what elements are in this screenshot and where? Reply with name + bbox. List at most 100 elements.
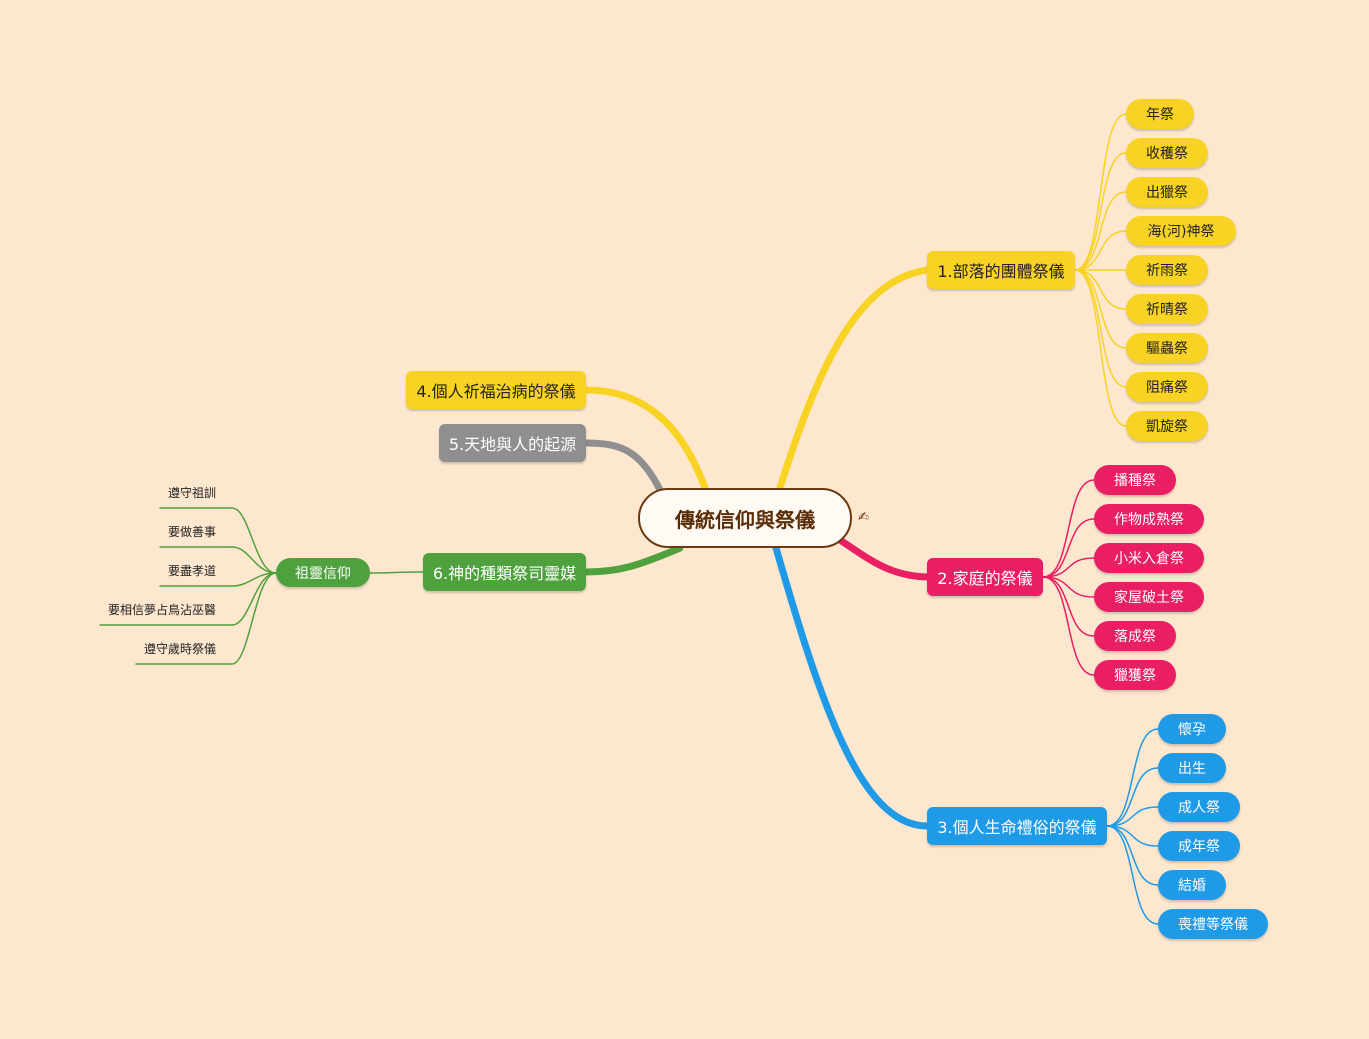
ancestor-belief-item[interactable]: 遵守歲時祭儀 bbox=[136, 640, 216, 657]
connector-b2-leaf bbox=[1042, 576, 1095, 598]
ancestor-belief-item[interactable]: 要相信夢占鳥沾巫醫 bbox=[100, 601, 216, 618]
branch-family-rituals[interactable]: 2.家庭的祭儀 bbox=[927, 558, 1043, 596]
b1-leaf-item[interactable]: 年祭 bbox=[1126, 99, 1194, 129]
connector-sub-leaf bbox=[231, 572, 277, 665]
b2-leaf-item[interactable]: 小米入倉祭 bbox=[1094, 543, 1204, 573]
b3-leaf-item[interactable]: 結婚 bbox=[1158, 870, 1226, 900]
ancestor-belief-item[interactable]: 遵守祖訓 bbox=[160, 484, 216, 501]
connector-b2-leaf bbox=[1042, 576, 1095, 637]
branch-life-rites[interactable]: 3.個人生命禮俗的祭儀 bbox=[927, 807, 1107, 845]
connector-b3-leaf bbox=[1106, 767, 1159, 827]
leaf-label: 海(河)神祭 bbox=[1147, 224, 1215, 240]
connector-sub-leaf bbox=[231, 572, 277, 626]
connector-b1-leaf bbox=[1074, 191, 1127, 271]
leaf-label: 遵守歲時祭儀 bbox=[143, 642, 216, 656]
leaf-label: 小米入倉祭 bbox=[1114, 551, 1184, 567]
branch-gods-priests[interactable]: 6.神的種類祭司靈媒 bbox=[423, 553, 586, 591]
connector-b3 bbox=[772, 544, 931, 830]
leaf-label: 成年祭 bbox=[1178, 839, 1220, 855]
connector-b1-leaf bbox=[1074, 152, 1127, 271]
leaf-label: 遵守祖訓 bbox=[167, 486, 216, 500]
leaf-label: 要做善事 bbox=[167, 525, 216, 539]
branch-healing-rituals[interactable]: 4.個人祈福治病的祭儀 bbox=[406, 371, 586, 409]
ancestor-belief-item[interactable]: 要做善事 bbox=[160, 523, 216, 540]
leaf-label: 懷孕 bbox=[1178, 722, 1206, 738]
b2-leaf-item[interactable]: 播種祭 bbox=[1094, 465, 1176, 495]
connector-b6-sub bbox=[369, 571, 424, 574]
connector-b1-leaf bbox=[1074, 269, 1127, 388]
leaf-label: 祈晴祭 bbox=[1146, 302, 1188, 318]
connector-b1-leaf bbox=[1074, 230, 1127, 271]
connector-b3-leaf bbox=[1106, 728, 1159, 827]
connector-b2-leaf bbox=[1042, 576, 1095, 676]
connector-b6 bbox=[582, 544, 684, 576]
b3-leaf-item[interactable]: 成人祭 bbox=[1158, 792, 1240, 822]
branch-label: 6.神的種類祭司靈媒 bbox=[432, 564, 577, 583]
connector-b3-leaf bbox=[1106, 806, 1159, 827]
leaf-label: 要相信夢占鳥沾巫醫 bbox=[107, 603, 216, 617]
b1-leaf-item[interactable]: 祈晴祭 bbox=[1126, 294, 1208, 324]
b1-leaf-item[interactable]: 收穫祭 bbox=[1126, 138, 1208, 168]
leaf-label: 凱旋祭 bbox=[1146, 419, 1188, 435]
leaf-label: 作物成熟祭 bbox=[1114, 512, 1184, 528]
connector-b2-leaf bbox=[1042, 518, 1095, 578]
leaf-label: 播種祭 bbox=[1114, 473, 1156, 489]
b2-leaf-item[interactable]: 家屋破土祭 bbox=[1094, 582, 1204, 612]
b1-leaf-item[interactable]: 阻痛祭 bbox=[1126, 372, 1208, 402]
leaf-label: 家屋破土祭 bbox=[1114, 590, 1184, 606]
connector-b1-leaf bbox=[1074, 113, 1127, 271]
branch-origin[interactable]: 5.天地與人的起源 bbox=[439, 424, 586, 462]
leaf-label: 驅蟲祭 bbox=[1146, 341, 1188, 357]
branch-label: 4.個人祈福治病的祭儀 bbox=[416, 382, 576, 401]
leaf-label: 年祭 bbox=[1146, 107, 1174, 123]
root-topic[interactable]: 傳統信仰與祭儀 bbox=[638, 488, 852, 548]
b2-leaf-item[interactable]: 落成祭 bbox=[1094, 621, 1176, 651]
branch-label: 1.部落的團體祭儀 bbox=[937, 262, 1065, 281]
leaf-label: 結婚 bbox=[1178, 878, 1206, 894]
leaf-label: 獵獲祭 bbox=[1114, 668, 1156, 684]
connector-sub-leaf bbox=[231, 507, 277, 574]
b3-leaf-item[interactable]: 出生 bbox=[1158, 753, 1226, 783]
note-icon[interactable]: ✍ bbox=[858, 510, 869, 525]
branch-label: 3.個人生命禮俗的祭儀 bbox=[937, 818, 1097, 837]
connector-b5 bbox=[582, 439, 664, 494]
subtopic-label: 祖靈信仰 bbox=[295, 565, 351, 582]
leaf-label: 喪禮等祭儀 bbox=[1178, 917, 1248, 933]
leaf-label: 出生 bbox=[1178, 761, 1206, 777]
leaf-label: 祈雨祭 bbox=[1146, 263, 1188, 279]
leaf-label: 要盡孝道 bbox=[167, 564, 216, 578]
connector-b1 bbox=[776, 266, 931, 492]
leaf-label: 成人祭 bbox=[1178, 800, 1220, 816]
b1-leaf-item[interactable]: 出獵祭 bbox=[1126, 177, 1208, 207]
b2-leaf-item[interactable]: 作物成熟祭 bbox=[1094, 504, 1204, 534]
connector-sub-leaf bbox=[231, 546, 277, 574]
branch-label: 5.天地與人的起源 bbox=[448, 435, 577, 454]
root-topic-label: 傳統信仰與祭儀 bbox=[675, 507, 815, 532]
connector-b3-leaf bbox=[1106, 825, 1159, 886]
b2-leaf-item[interactable]: 獵獲祭 bbox=[1094, 660, 1176, 690]
connector-b1-leaf bbox=[1074, 269, 1127, 349]
branch-label: 2.家庭的祭儀 bbox=[937, 569, 1033, 588]
branch-tribal-rituals[interactable]: 1.部落的團體祭儀 bbox=[927, 251, 1075, 289]
b3-leaf-item[interactable]: 懷孕 bbox=[1158, 714, 1226, 744]
connector-b4 bbox=[582, 386, 709, 492]
ancestor-belief-item[interactable]: 要盡孝道 bbox=[160, 562, 216, 579]
connector-b3-leaf bbox=[1106, 825, 1159, 847]
connector-b1-leaf bbox=[1074, 269, 1127, 427]
b1-leaf-item[interactable]: 凱旋祭 bbox=[1126, 411, 1208, 441]
connector-b2 bbox=[836, 536, 931, 581]
connector-b2-leaf bbox=[1042, 479, 1095, 578]
connector-b1-leaf bbox=[1074, 269, 1127, 310]
b3-leaf-item[interactable]: 成年祭 bbox=[1158, 831, 1240, 861]
connector-b2-leaf bbox=[1042, 557, 1095, 578]
leaf-label: 收穫祭 bbox=[1146, 146, 1188, 162]
b1-leaf-item[interactable]: 海(河)神祭 bbox=[1126, 216, 1236, 246]
leaf-label: 出獵祭 bbox=[1146, 185, 1188, 201]
connector-b3-leaf bbox=[1106, 825, 1159, 925]
b3-leaf-item[interactable]: 喪禮等祭儀 bbox=[1158, 909, 1268, 939]
b1-leaf-item[interactable]: 驅蟲祭 bbox=[1126, 333, 1208, 363]
leaf-label: 阻痛祭 bbox=[1146, 380, 1188, 396]
subtopic-ancestor-belief[interactable]: 祖靈信仰 bbox=[276, 558, 370, 587]
b1-leaf-item[interactable]: 祈雨祭 bbox=[1126, 255, 1208, 285]
